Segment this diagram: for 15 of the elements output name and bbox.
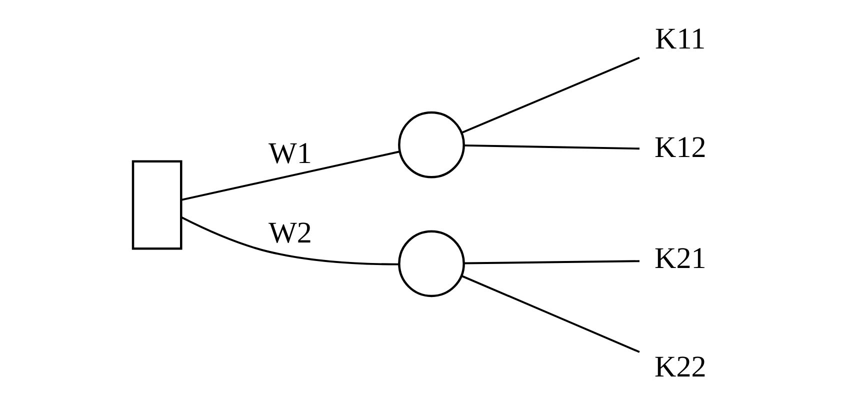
node-text: K12 (654, 130, 706, 164)
connector (460, 56, 640, 134)
connector (180, 216, 399, 266)
edge-label: W2 (268, 216, 312, 250)
connector (460, 275, 640, 353)
node-text: K11 (654, 22, 706, 56)
connector (464, 144, 639, 150)
node-text: K21 (654, 241, 706, 276)
node-box (131, 160, 182, 250)
edge-label: W1 (268, 136, 312, 170)
connector (180, 150, 400, 201)
node-circle (398, 111, 464, 178)
node-circle (398, 230, 464, 298)
node-text: K22 (654, 349, 706, 384)
connector (464, 260, 639, 264)
